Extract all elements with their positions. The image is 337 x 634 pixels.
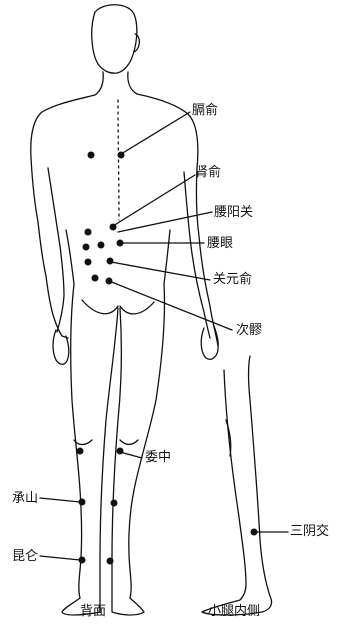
point-chengshan-left bbox=[79, 499, 86, 506]
label-yaoyan: 腰眼 bbox=[207, 237, 233, 250]
point-ciliao bbox=[106, 278, 113, 285]
head-outline bbox=[92, 5, 137, 73]
knee-creases bbox=[74, 440, 138, 445]
right-hand-outline bbox=[201, 326, 218, 359]
leader-chengshan bbox=[40, 498, 80, 502]
leg-inner-lines bbox=[100, 308, 121, 600]
point-kunlun-right bbox=[107, 558, 114, 565]
caption-back: 背面 bbox=[80, 605, 106, 618]
label-chengshan: 承山 bbox=[12, 492, 38, 505]
spine-hint bbox=[118, 100, 119, 220]
hip-outline bbox=[66, 230, 170, 284]
point-row4-left bbox=[92, 275, 99, 282]
point-row1-left bbox=[85, 229, 92, 236]
leader-weizhong bbox=[120, 452, 142, 458]
label-shenshu: 肾俞 bbox=[195, 166, 221, 179]
point-row2-left bbox=[83, 244, 90, 251]
point-weizhong-left bbox=[77, 448, 84, 455]
right-foot-outline bbox=[112, 598, 144, 615]
leader-kunlun bbox=[40, 556, 80, 560]
torso-outline bbox=[31, 72, 218, 346]
left-arm-outline bbox=[48, 168, 64, 332]
point-geshu-right bbox=[118, 152, 125, 159]
caption-inner-leg: 小腿内侧 bbox=[208, 605, 260, 618]
point-row3-left bbox=[85, 259, 92, 266]
label-guanyuanshu: 关元俞 bbox=[213, 273, 252, 286]
point-geshu-left bbox=[88, 152, 95, 159]
right-leg-outline bbox=[129, 284, 165, 598]
label-weizhong: 委中 bbox=[145, 451, 171, 464]
label-ciliao: 次髎 bbox=[236, 324, 262, 337]
leader-ciliao bbox=[109, 281, 232, 330]
left-leg-outline bbox=[71, 284, 82, 598]
point-kunlun-left bbox=[79, 557, 86, 564]
leader-geshu bbox=[121, 112, 190, 154]
label-sanyinjiao: 三阴交 bbox=[290, 525, 329, 538]
label-geshu: 膈俞 bbox=[192, 104, 218, 117]
point-shenshu bbox=[110, 224, 117, 231]
point-row2-mid bbox=[98, 242, 105, 249]
point-sanyinjiao bbox=[251, 529, 258, 536]
label-yaoyangguan: 腰阳关 bbox=[214, 206, 253, 219]
label-kunlun: 昆仑 bbox=[12, 550, 38, 563]
point-guanyuanshu bbox=[107, 258, 114, 265]
inner-leg-outline bbox=[202, 356, 272, 615]
point-yaoyan bbox=[117, 240, 124, 247]
point-chengshan-right bbox=[111, 500, 118, 507]
point-weizhong-right bbox=[117, 448, 124, 455]
